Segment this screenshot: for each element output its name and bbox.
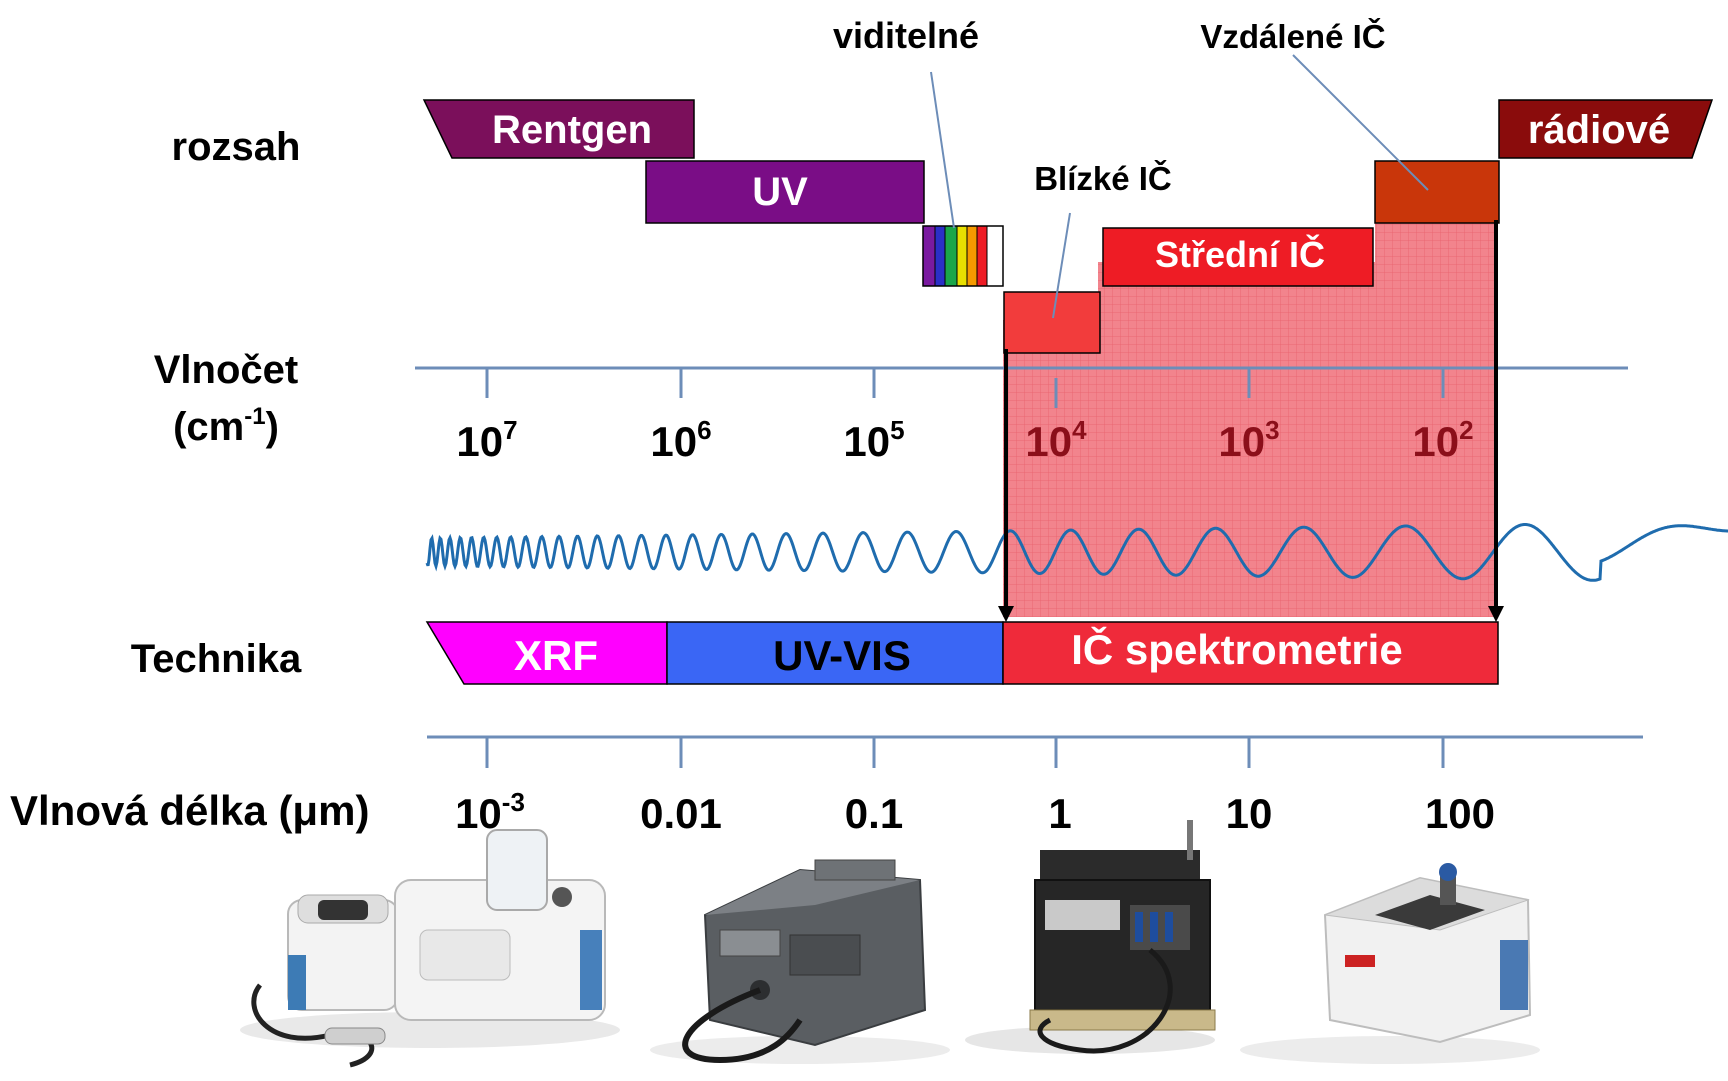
technique-label-ir: IČ spektrometrie [1071, 625, 1402, 673]
ir-region-highlight [1003, 205, 1495, 617]
near-ir-callout-line [1052, 212, 1071, 319]
band-label-near-ir: Blízké IČ [1034, 159, 1172, 197]
band-mid-ir [1102, 227, 1374, 287]
band-uv [645, 160, 925, 224]
wavenumber-tick-label-2: 106 [650, 415, 711, 465]
wavenumber-tick-label-5: 103 [1218, 415, 1279, 465]
row-label-range: rozsah [172, 125, 301, 169]
row-label-wavenumber: Vlnočet [154, 348, 298, 392]
wavelength-tick-labels: 10-3 0.01 0.1 1 10 100 [455, 787, 1495, 837]
wavenumber-tick-label-1: 107 [456, 415, 517, 465]
ir-instrument-photo [965, 820, 1216, 1054]
far-ir-callout-line [1292, 54, 1429, 191]
technique-uvvis-bar [666, 621, 1004, 685]
band-label-radio: rádiové [1528, 108, 1670, 152]
row-label-wavelength: Vlnová délka (μm) [10, 787, 369, 834]
band-near-ir [1003, 291, 1101, 354]
wavelength-tick-label-3: 0.1 [845, 790, 903, 837]
wavenumber-tick-label-4: 104 [1025, 415, 1087, 465]
band-label-xray: Rentgen [492, 108, 652, 152]
wavelength-axis [427, 735, 1643, 768]
row-label-technique: Technika [131, 637, 302, 681]
band-label-uv: UV [752, 170, 808, 214]
technique-label-uvvis: UV-VIS [773, 632, 911, 679]
em-wave [425, 523, 1728, 582]
visible-callout-line [930, 71, 955, 229]
wavelength-tick-label-4: 1 [1048, 790, 1071, 837]
band-radio [1498, 99, 1714, 159]
band-far-ir [1374, 160, 1500, 224]
ir-boundary-right-arrow [1488, 220, 1504, 622]
technique-label-xrf: XRF [514, 632, 598, 679]
technique-ir-bar [1002, 621, 1499, 685]
wavelength-tick-label-6: 100 [1425, 790, 1495, 837]
ir-boundary-left-arrow [998, 349, 1014, 622]
band-label-visible: viditelné [833, 15, 979, 56]
ftir-instrument-photo [1240, 863, 1540, 1064]
wavenumber-tick-label-6: 102 [1412, 415, 1473, 465]
wavenumber-axis [415, 366, 1628, 408]
band-label-far-ir: Vzdálené IČ [1200, 17, 1385, 55]
wavelength-tick-label-1: 10-3 [455, 787, 525, 837]
band-visible-spectrum [922, 225, 1004, 287]
wavelength-tick-label-2: 0.01 [640, 790, 722, 837]
band-label-mid-ir: Střední IČ [1155, 233, 1325, 275]
wavelength-tick-label-5: 10 [1226, 790, 1273, 837]
row-label-wavenumber-unit: (cm-1) [173, 403, 279, 449]
wavenumber-tick-label-3: 105 [843, 415, 904, 465]
xrf-instrument-photo [240, 829, 620, 1068]
wavenumber-tick-labels: 107 106 105 104 103 102 [456, 415, 1473, 465]
uvvis-instrument-photo [650, 859, 950, 1064]
band-xray [422, 99, 695, 159]
